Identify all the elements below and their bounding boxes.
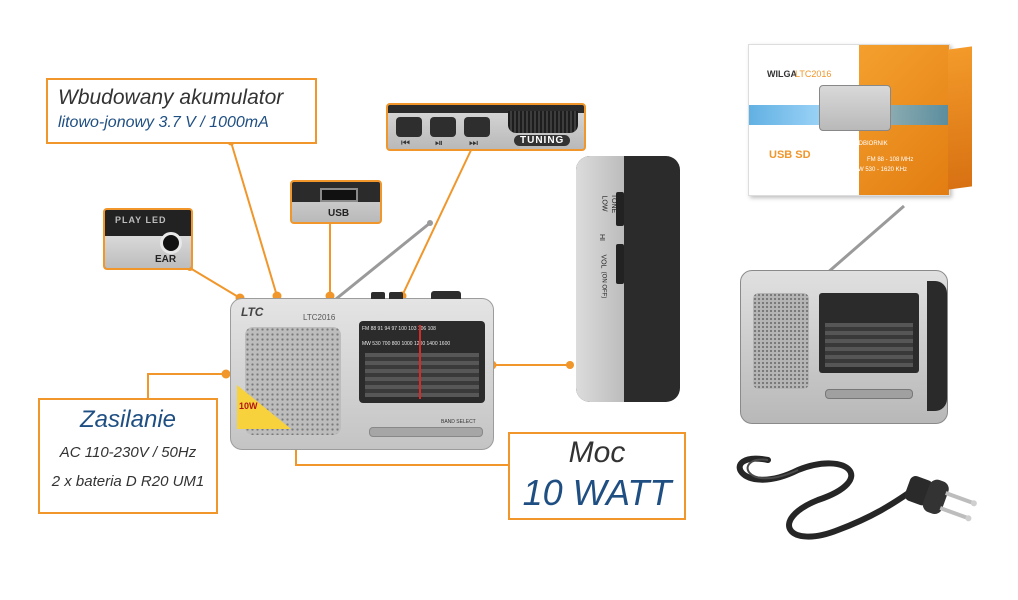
- side-hi-label: HI: [598, 234, 605, 241]
- prev-symbol: ⏮: [401, 138, 410, 149]
- play-symbol: ⏯: [435, 138, 443, 149]
- power-line-1: AC 110-230V / 50Hz: [59, 444, 197, 461]
- power-callout-title: Zasilanie: [79, 406, 177, 433]
- radio-model: LTC2016: [303, 313, 336, 322]
- antenna-icon-small: [825, 204, 905, 276]
- next-button[interactable]: [464, 117, 490, 137]
- box-fm-band: FM 88 - 108 MHz: [867, 157, 914, 163]
- box-mw-band: MW 530 - 1620 KHz: [853, 167, 908, 173]
- prev-button[interactable]: [396, 117, 422, 137]
- box-radio-image: [819, 85, 891, 131]
- side-low-label: LOW: [600, 195, 608, 212]
- radio-side-view: LOW TONE HI VOL (ON OFF): [576, 156, 680, 402]
- radio-photo: [740, 270, 948, 424]
- box-product-label: RADIOODBIORNIK: [835, 141, 888, 147]
- box-brand: WILGA: [767, 69, 797, 79]
- usb-zoom: USB: [290, 180, 382, 224]
- mw-scale: MW 530 700 800 1000 1200 1400 1600: [362, 341, 451, 347]
- box-usb-sd: USB SD: [769, 149, 811, 161]
- tuning-dial: FM 88 91 94 97 100 103 106 108 MW 530 70…: [359, 321, 485, 403]
- battery-callout: Wbudowany akumulator litowo-jonowy 3.7 V…: [46, 78, 317, 144]
- fm-scale: FM 88 91 94 97 100 103 106 108: [362, 326, 436, 332]
- antenna-icon: [335, 220, 433, 301]
- usb-port-icon: [320, 188, 358, 202]
- tuning-label: TUNING: [514, 135, 571, 146]
- radio-brand-logo: LTC: [241, 305, 264, 319]
- product-box: WILGA LTC2016 RADIOODBIORNIK USB SD FM 8…: [748, 44, 972, 196]
- output-callout-value: 10 WATT: [522, 472, 672, 513]
- output-callout-title: Moc: [568, 436, 626, 469]
- output-callout: Moc 10 WATT: [508, 432, 686, 520]
- power-plug-icon: [736, 455, 977, 540]
- radio-front: LTC LTC2016 10W FM 88 91 94 97 100 103 1…: [230, 291, 494, 450]
- power-line-2: 2 x bateria D R20 UM1: [51, 473, 205, 490]
- tuning-zoom: ⏮ ⏯ ⏭ TUNING: [386, 103, 586, 151]
- band-select-label: BAND SELECT: [441, 419, 476, 425]
- power-callout: Zasilanie AC 110-230V / 50Hz 2 x bateria…: [38, 398, 218, 514]
- battery-callout-subtitle: litowo-jonowy 3.7 V / 1000mA: [58, 114, 269, 131]
- battery-callout-title: Wbudowany akumulator: [58, 86, 284, 109]
- headphone-jack-icon: [160, 232, 182, 254]
- next-symbol: ⏭: [469, 138, 478, 149]
- play-pause-button[interactable]: [430, 117, 456, 137]
- usb-label: USB: [328, 208, 350, 219]
- play-led-label: PLAY LED: [115, 215, 167, 225]
- speaker-grille-icon: [245, 327, 341, 435]
- box-model: LTC2016: [795, 69, 832, 79]
- ear-label: EAR: [155, 254, 177, 265]
- side-tone-label: TONE: [610, 193, 618, 214]
- tuning-knob[interactable]: [508, 111, 578, 133]
- ear-zoom: PLAY LED EAR: [103, 208, 193, 270]
- side-on-off-label: (ON OFF): [600, 271, 607, 299]
- watt-badge-label: 10W: [239, 401, 258, 411]
- side-vol-label: VOL: [599, 254, 607, 269]
